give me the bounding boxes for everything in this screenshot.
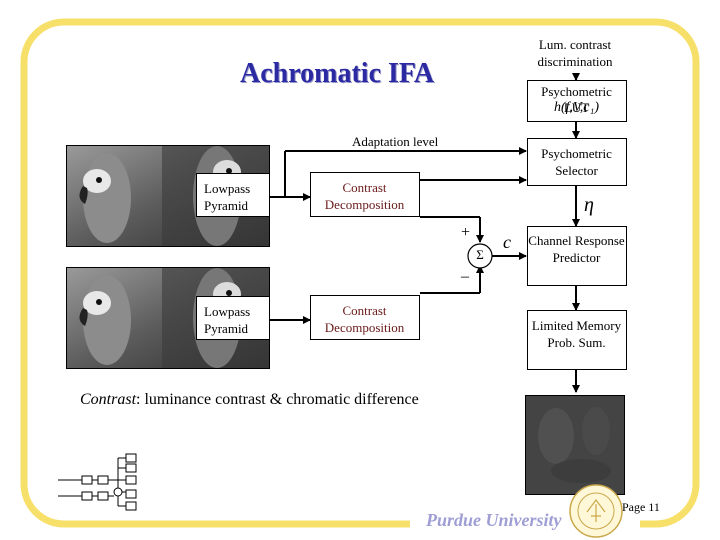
contrast-note-lead: Contrast [80, 391, 137, 408]
adaptation-level-label: Adaptation level [352, 134, 439, 149]
contrast-decomposition-box-bottom: Contrast Decomposition [310, 295, 420, 340]
lum-contrast-label: Lum. contrast discrimination [537, 37, 613, 69]
page-title: Achromatic IFA [240, 58, 435, 89]
system-block-diagram-icon [58, 453, 137, 511]
contrast-decomposition-label-bottom: Contrast Decomposition [324, 303, 405, 335]
psychometric-lut-label: Psychometric LUT [541, 84, 612, 115]
channel-response-predictor-box: Channel Response Predictor [527, 226, 627, 286]
contrast-note-rest: : luminance contrast & chromatic differe… [136, 391, 419, 408]
lowpass-pyramid-label-bottom: Lowpass Pyramid [204, 304, 251, 336]
lowpass-pyramid-box-top: Lowpass Pyramid [196, 173, 270, 217]
plus-sign: + [461, 224, 471, 241]
sum-node-icon [467, 243, 493, 269]
limited-memory-prob-sum-label: Limited Memory Prob. Sum. [531, 318, 622, 350]
c-label: c [503, 232, 511, 252]
footer-university: Purdue University [426, 510, 562, 530]
lowpass-pyramid-box-bottom: Lowpass Pyramid [196, 296, 270, 340]
lowpass-pyramid-label-top: Lowpass Pyramid [204, 181, 251, 213]
minus-sign: – [461, 268, 469, 285]
channel-response-predictor-label: Channel Response Predictor [528, 233, 625, 265]
psychometric-lut-formula: h(f,V,c₁) [553, 100, 600, 115]
contrast-decomposition-box-top: Contrast Decomposition [310, 172, 420, 217]
purdue-seal-icon [569, 484, 623, 538]
sum-symbol: Σ [476, 247, 484, 262]
eta-symbol: η [584, 194, 594, 216]
psychometric-lut-box: Psychometric LUT h(f,V,c₁) [527, 80, 627, 122]
psychometric-selector-box: Psychometric Selector [527, 138, 627, 186]
limited-memory-prob-sum-box: Limited Memory Prob. Sum. [527, 310, 627, 370]
contrast-decomposition-label-top: Contrast Decomposition [324, 180, 405, 212]
contrast-note: Contrast: luminance contrast & chromatic… [80, 391, 419, 409]
page-number: Page 11 [622, 500, 660, 514]
output-map-image [525, 395, 625, 495]
psychometric-selector-label: Psychometric Selector [541, 146, 612, 178]
